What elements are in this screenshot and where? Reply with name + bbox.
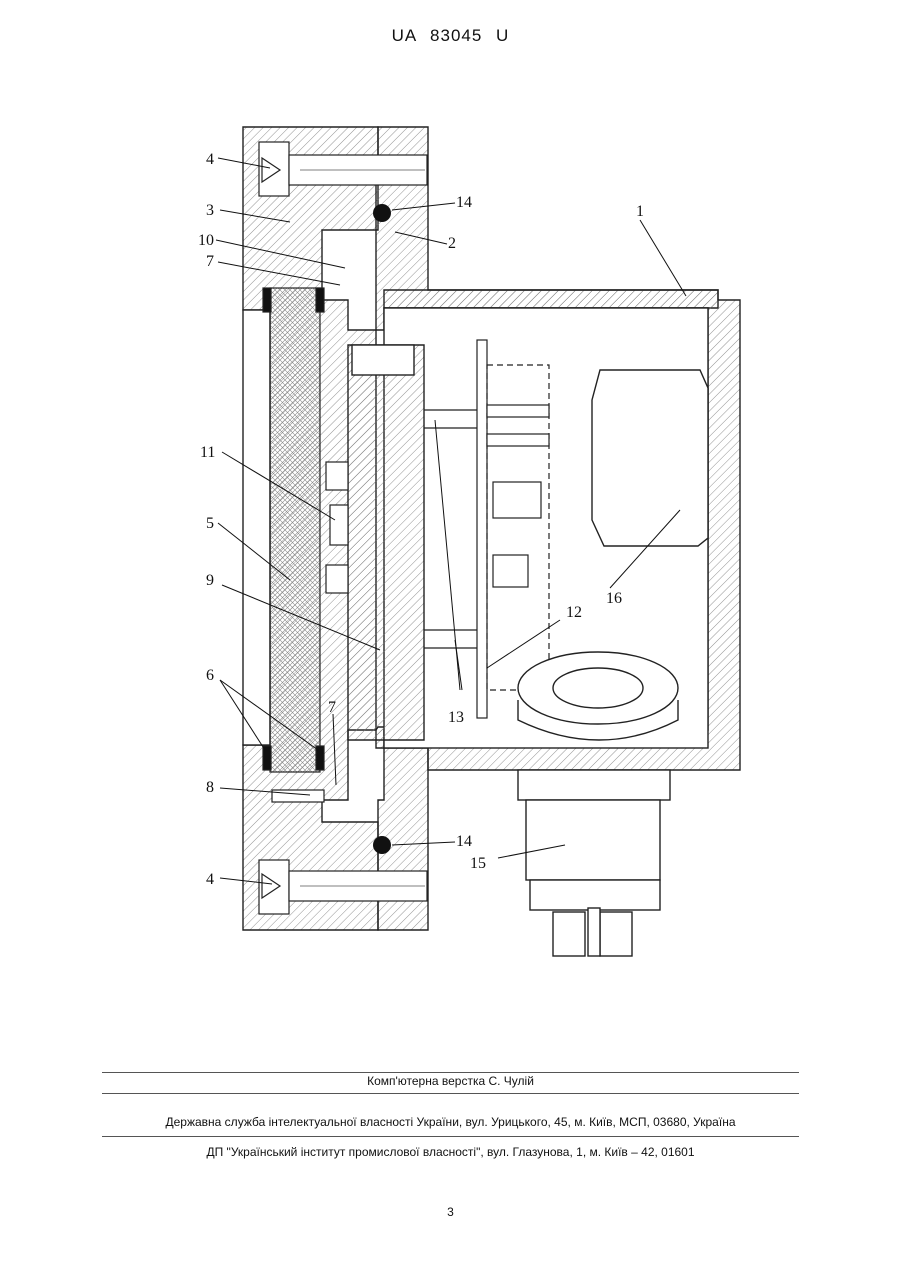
label-14-bottom: 14 (456, 833, 472, 850)
display-part-16 (592, 370, 708, 546)
label-15: 15 (470, 855, 486, 872)
footer-agency: Державна служба інтелектуальної власност… (0, 1115, 901, 1129)
label-3: 3 (206, 202, 214, 219)
label-7-top: 7 (206, 253, 214, 270)
label-11: 11 (200, 444, 215, 461)
footer-institute: ДП "Український інститут промислової вла… (0, 1145, 901, 1159)
label-4-bottom: 4 (206, 871, 214, 888)
label-13: 13 (448, 709, 464, 726)
label-6: 6 (206, 667, 214, 684)
toroid (518, 652, 678, 740)
label-10: 10 (198, 232, 214, 249)
footer-layout-credit: Комп'ютерна верстка С. Чулій (0, 1074, 901, 1088)
label-12: 12 (566, 604, 582, 621)
glass-window-part-5 (263, 288, 324, 772)
o-ring-bottom (373, 836, 391, 854)
page-number: 3 (0, 1205, 901, 1219)
label-1: 1 (636, 203, 644, 220)
o-ring-top (373, 204, 391, 222)
pin-part-8 (272, 790, 324, 802)
footer-rule-1 (102, 1072, 799, 1073)
footer-rule-3 (102, 1136, 799, 1137)
footer-rule-2 (102, 1093, 799, 1094)
label-16: 16 (606, 590, 622, 607)
label-2: 2 (448, 235, 456, 252)
label-9: 9 (206, 572, 214, 589)
label-14-top: 14 (456, 194, 472, 211)
label-5: 5 (206, 515, 214, 532)
label-4-top: 4 (206, 151, 214, 168)
label-8: 8 (206, 779, 214, 796)
label-7-bottom: 7 (328, 699, 336, 716)
sensor-body-part-9 (348, 345, 424, 740)
cable-gland-part-15 (518, 770, 670, 956)
